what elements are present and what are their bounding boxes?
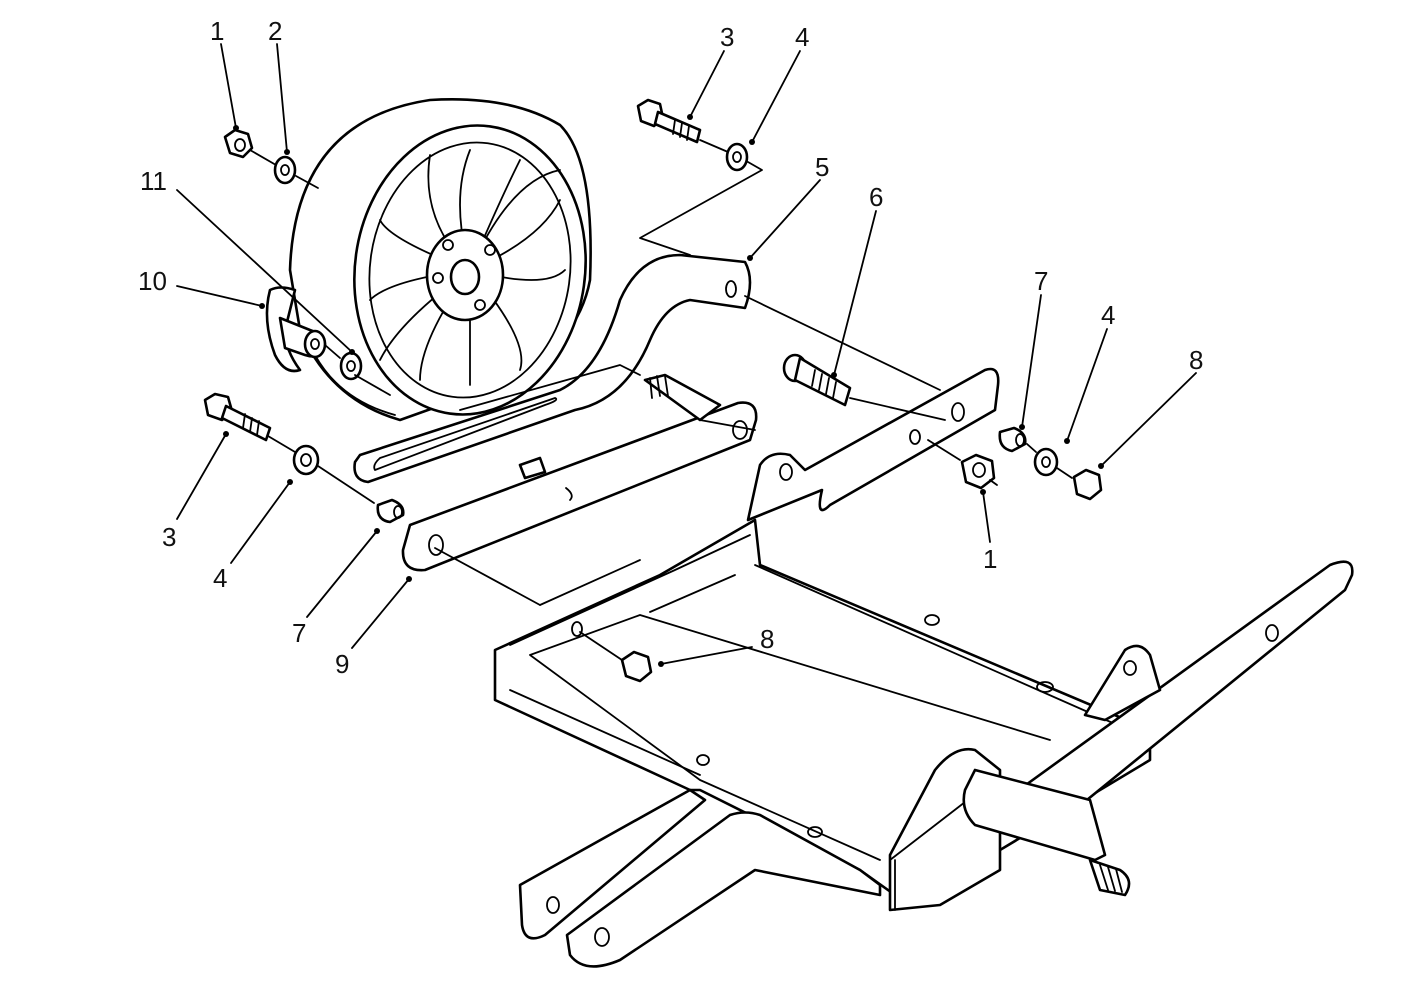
washer-4-top (725, 142, 749, 172)
leader-lines (176, 43, 1197, 665)
callout-labels: 1 2 3 4 5 6 7 4 8 11 10 3 4 7 9 1 8 (138, 16, 1203, 679)
callout-11: 11 (140, 166, 167, 196)
part-9-straight-arm (401, 401, 758, 572)
washer-2 (273, 155, 297, 185)
spacer-7-right (998, 426, 1027, 453)
washer-11 (339, 351, 363, 381)
callout-8-frame: 8 (760, 624, 774, 654)
leader-dots (223, 114, 1104, 667)
spacer-7-left (376, 498, 405, 524)
callout-6: 6 (869, 182, 883, 212)
assembly-lines (249, 139, 1073, 661)
bolt-3-left (203, 392, 272, 442)
callout-7-right: 7 (1034, 266, 1048, 296)
part-5-offset-arm (353, 253, 752, 484)
callout-9: 9 (335, 649, 349, 679)
washer-4-left (292, 444, 320, 476)
stud-bolt (518, 373, 722, 480)
callout-3-left: 3 (162, 522, 176, 552)
callout-10: 10 (138, 266, 167, 296)
nut-1-top (223, 128, 254, 159)
bolt-3-top (636, 98, 702, 144)
nut-8-right (1072, 468, 1103, 501)
callout-3-top: 3 (720, 22, 734, 52)
callout-2: 2 (268, 16, 282, 46)
callout-5: 5 (815, 152, 829, 182)
callout-8-right: 8 (1189, 345, 1203, 375)
callout-4-left: 4 (213, 563, 227, 593)
part-6-long-bolt (782, 353, 852, 407)
callout-7-left: 7 (292, 618, 306, 648)
washer-4-right (1033, 447, 1059, 477)
nut-8-frame (620, 650, 653, 683)
callout-1-center: 1 (983, 544, 997, 574)
nut-1-center (960, 453, 996, 490)
callout-1-top: 1 (210, 16, 224, 46)
chassis-frame (493, 367, 1354, 968)
callout-4-right: 4 (1101, 300, 1115, 330)
wheel (288, 98, 592, 422)
callout-4-top: 4 (795, 22, 809, 52)
